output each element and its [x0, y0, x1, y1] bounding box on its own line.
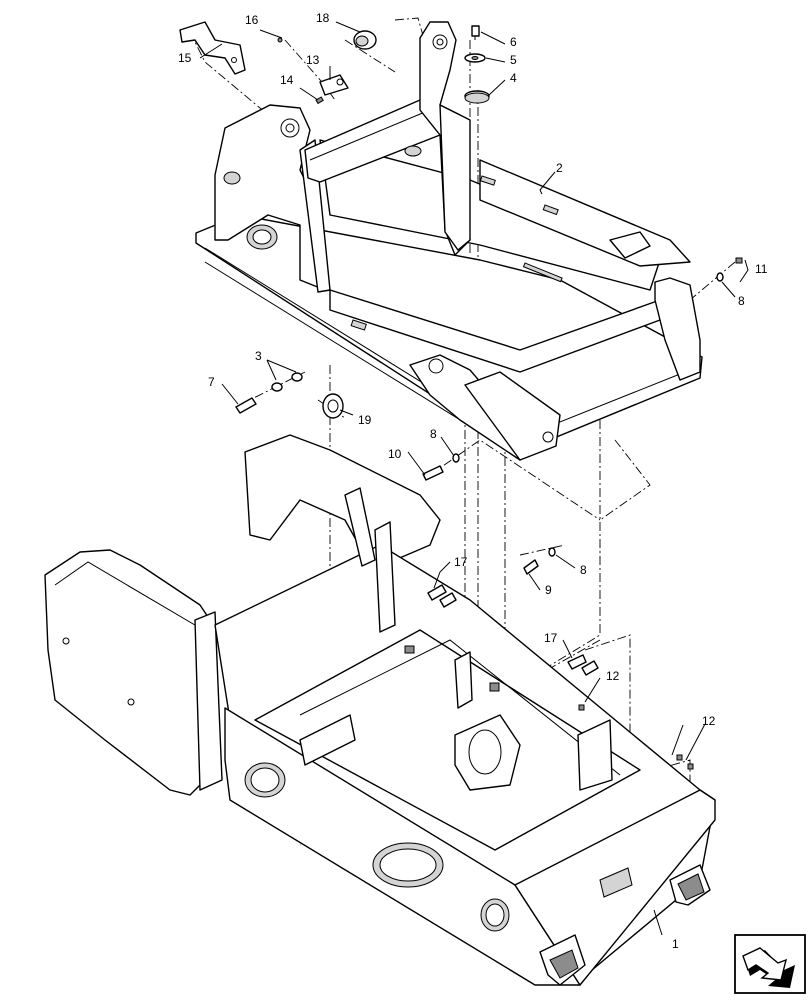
callout-8-right: 8 [738, 294, 745, 308]
callout-6: 6 [510, 35, 517, 49]
callout-9: 9 [545, 583, 552, 597]
callout-17-upper: 17 [454, 555, 468, 569]
callout-15: 15 [178, 51, 192, 65]
callout-8-mid: 8 [430, 427, 437, 441]
callout-19: 19 [358, 413, 372, 427]
callout-2: 2 [556, 161, 563, 175]
callout-11: 11 [755, 262, 768, 276]
main-chassis-frame [44, 434, 716, 986]
callout-leaders [199, 21, 749, 936]
callout-12-right: 12 [702, 714, 716, 728]
callout-8-lower: 8 [580, 563, 587, 577]
callout-18: 18 [316, 11, 330, 25]
callout-7: 7 [208, 375, 215, 389]
callout-4: 4 [510, 71, 517, 85]
callout-16: 16 [245, 13, 259, 27]
callout-5: 5 [510, 53, 517, 67]
next-page-arrow-icon [742, 947, 795, 988]
callout-17-lower: 17 [544, 631, 558, 645]
callout-3: 3 [255, 349, 262, 363]
callout-1: 1 [672, 937, 679, 951]
callout-12-mid: 12 [606, 669, 620, 683]
next-page-button[interactable] [734, 934, 806, 994]
callout-13: 13 [306, 53, 320, 67]
hardware-components [179, 21, 743, 770]
callout-labels: 1 2 3 4 5 6 7 8 8 8 9 10 11 12 12 13 14 … [178, 11, 768, 951]
upper-frame-assembly [195, 21, 703, 461]
callout-10: 10 [388, 447, 402, 461]
callout-14: 14 [280, 73, 294, 87]
